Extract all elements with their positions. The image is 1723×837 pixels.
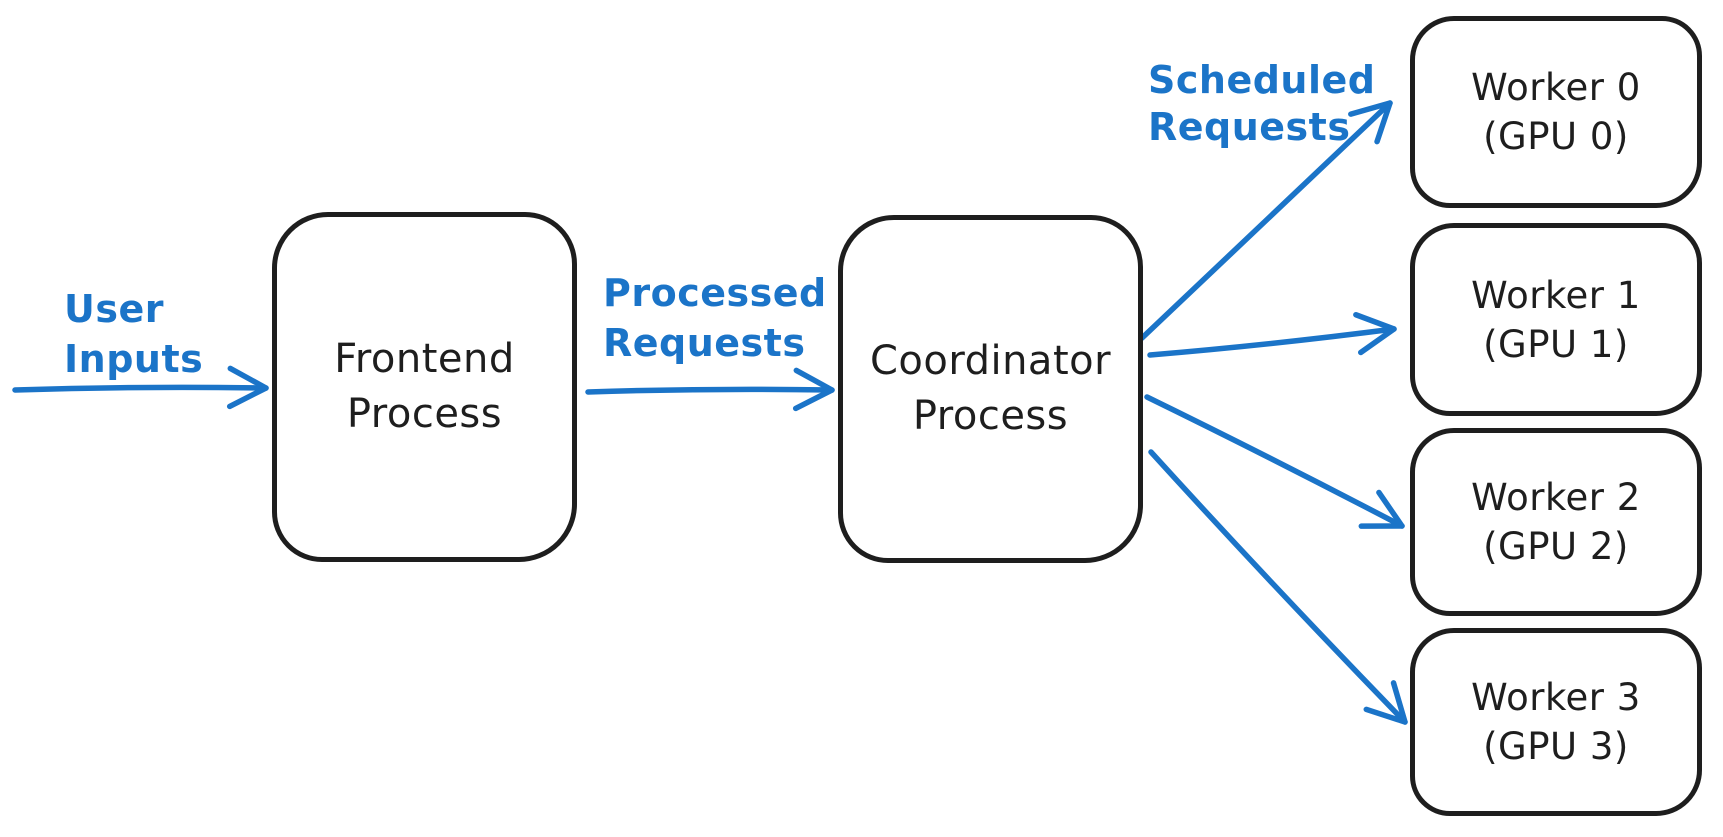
arrow-scheduled-worker-3 bbox=[1148, 449, 1408, 725]
worker-3-label-line1: Worker 3 bbox=[1471, 676, 1641, 719]
worker-0-label-line2: (GPU 0) bbox=[1483, 115, 1629, 158]
edge-label-user-inputs: User Inputs bbox=[64, 284, 203, 384]
coordinator-label-line2: Process bbox=[912, 393, 1069, 439]
node-worker-3: Worker 3 (GPU 3) bbox=[1410, 628, 1702, 816]
processed-requests-line2: Requests bbox=[603, 321, 806, 365]
node-worker-1: Worker 1 (GPU 1) bbox=[1410, 223, 1702, 416]
user-inputs-line2: Inputs bbox=[64, 337, 204, 381]
frontend-label-line2: Process bbox=[346, 391, 503, 437]
worker-3-label-line2: (GPU 3) bbox=[1483, 725, 1629, 768]
edge-label-scheduled-requests: Scheduled Requests bbox=[1148, 57, 1375, 151]
worker-2-label-line2: (GPU 2) bbox=[1483, 525, 1629, 568]
worker-0-label-line1: Worker 0 bbox=[1471, 66, 1641, 109]
node-worker-2: Worker 2 (GPU 2) bbox=[1410, 428, 1702, 616]
node-coordinator-process: Coordinator Process bbox=[838, 215, 1143, 563]
user-inputs-line1: User bbox=[64, 287, 164, 331]
frontend-label-line1: Frontend bbox=[334, 336, 515, 382]
coordinator-label-line1: Coordinator bbox=[869, 338, 1112, 384]
arrow-processed-requests bbox=[585, 367, 835, 412]
worker-2-label-line1: Worker 2 bbox=[1471, 476, 1641, 519]
node-worker-0: Worker 0 (GPU 0) bbox=[1410, 16, 1702, 208]
node-frontend-process: Frontend Process bbox=[272, 212, 577, 562]
arrow-scheduled-worker-1 bbox=[1147, 312, 1397, 358]
edge-label-processed-requests: Processed Requests bbox=[603, 268, 827, 368]
scheduled-requests-line1: Scheduled bbox=[1148, 58, 1376, 102]
worker-1-label-line1: Worker 1 bbox=[1471, 273, 1641, 317]
scheduled-requests-line2: Requests bbox=[1148, 105, 1351, 149]
processed-requests-line1: Processed bbox=[603, 271, 827, 315]
worker-1-label-line2: (GPU 1) bbox=[1483, 322, 1629, 366]
arrow-scheduled-worker-2 bbox=[1144, 394, 1405, 529]
arrow-user-inputs bbox=[12, 365, 269, 410]
